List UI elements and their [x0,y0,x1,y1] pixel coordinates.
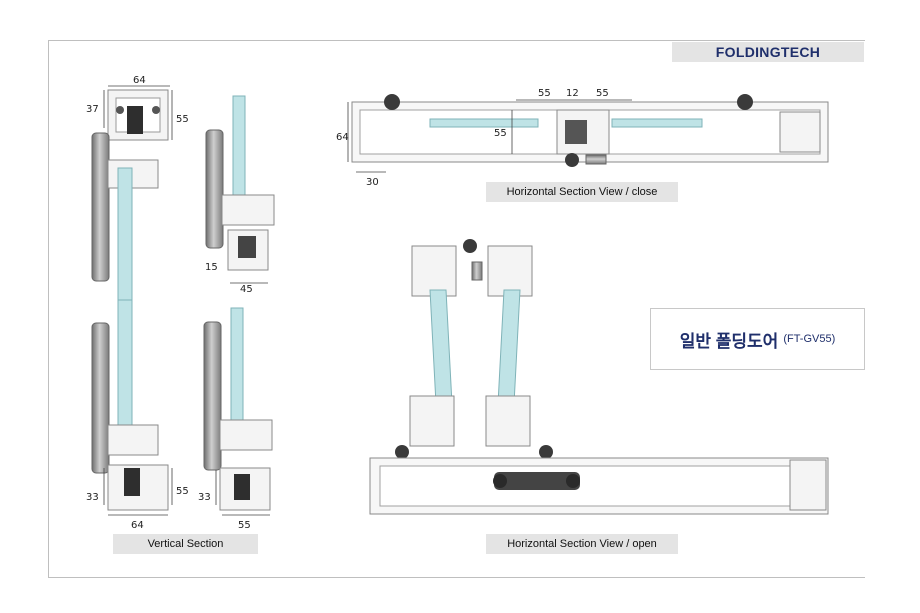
dim-v-bot2-bottom: 55 [238,520,251,531]
dim-v-bot1-left: 33 [86,492,99,503]
vertical-section-top-left [91,89,169,309]
dim-hc-mid: 55 [494,128,507,139]
vertical-section-bottom-right [203,307,273,511]
vertical-section-bottom-left [91,299,169,511]
dimension-labels: 64 37 55 15 45 33 55 64 33 55 64 30 55 1… [86,75,609,531]
product-code: (FT-GV55) [783,333,836,345]
vertical-dimension-lines [103,85,270,516]
vertical-section-top-right [205,95,275,271]
caption-horizontal-open: Horizontal Section View / open [486,534,678,554]
dim-hc-c: 55 [596,88,609,99]
brand-logo: FOLDINGTECH [672,42,864,62]
dim-v-top-left: 37 [86,104,99,115]
dim-v-bot1-bottom: 64 [131,520,144,531]
product-title: 일반 폴딩도어 [679,331,779,351]
caption-vertical-section: Vertical Section [113,534,258,554]
dim-v-bot1-right: 55 [176,486,189,497]
dim-v-mid-bottom: 45 [240,284,253,295]
dim-v-top-right: 55 [176,114,189,125]
caption-horizontal-close: Horizontal Section View / close [486,182,678,202]
dim-hc-bottom: 30 [366,177,379,188]
dim-hc-b: 12 [566,88,579,99]
horizontal-section-close [351,94,829,167]
dim-hc-height: 64 [336,132,349,143]
dim-hc-a: 55 [538,88,551,99]
dim-v-mid-left: 15 [205,262,218,273]
product-title-box: 일반 폴딩도어 (FT-GV55) [650,308,865,370]
horizontal-section-open [369,239,829,515]
dim-v-top-width: 64 [133,75,146,86]
horizontal-close-dimension-lines [347,99,632,173]
dim-v-bot2-left: 33 [198,492,211,503]
drawing-sheet [48,40,865,578]
